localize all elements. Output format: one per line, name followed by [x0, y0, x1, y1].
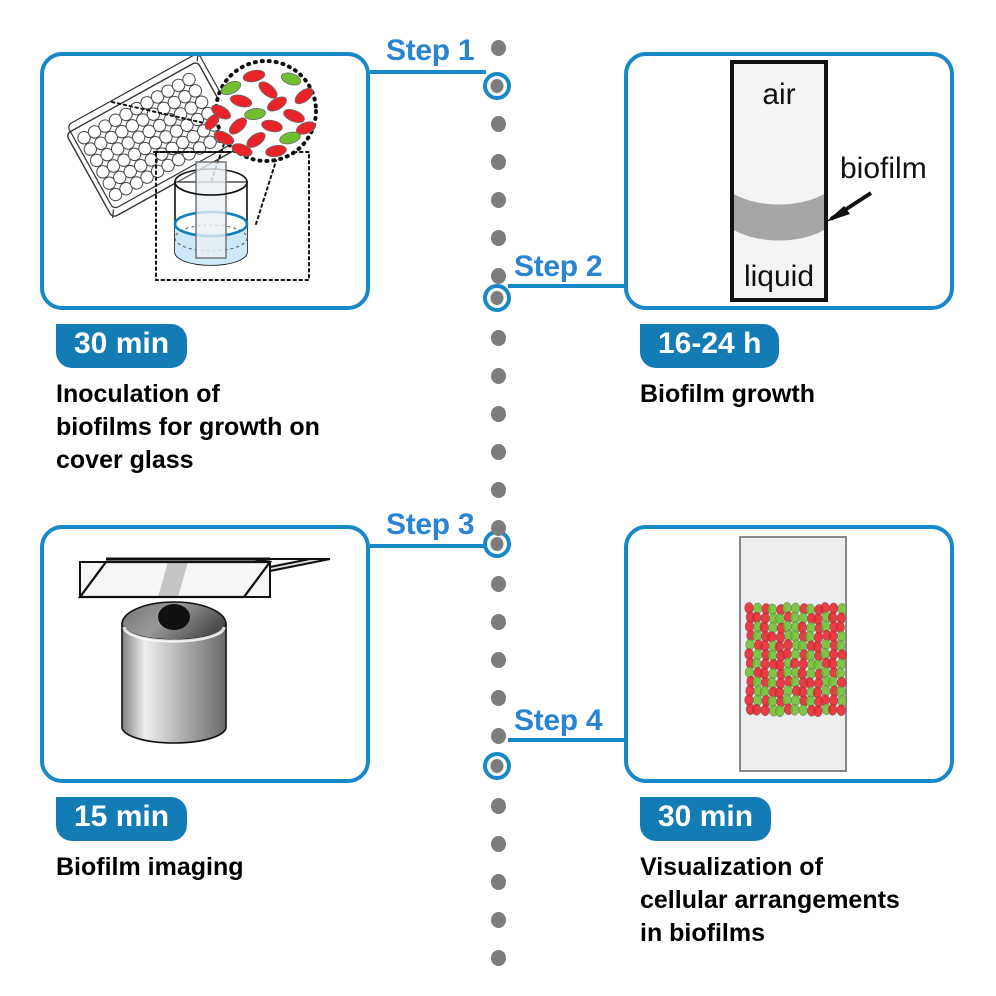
- connector-step-2: [508, 284, 628, 288]
- timeline-dot: [491, 154, 506, 170]
- biofilm-band: [734, 194, 824, 241]
- biofilm-cell-render: [744, 602, 847, 717]
- panel-step-1[interactable]: [40, 52, 370, 310]
- well-with-cover-glass-icon: [173, 161, 249, 266]
- timeline-dot: [491, 368, 506, 384]
- timeline-dot: [491, 268, 506, 284]
- objective-lens-icon: [121, 601, 227, 744]
- connector-step-1: [370, 70, 486, 74]
- caption-step-2: Biofilm growth: [640, 380, 815, 408]
- illustration-visualization: [739, 536, 847, 772]
- microplate-icon: [67, 56, 246, 219]
- timeline-node-core: [490, 79, 504, 93]
- timeline-dot: [491, 116, 506, 132]
- timeline-dot: [491, 192, 506, 208]
- timeline-dot: [491, 728, 506, 744]
- timeline-dot: [491, 614, 506, 630]
- biofilm-label: biofilm: [840, 152, 927, 185]
- timeline-node-step-4[interactable]: [483, 752, 511, 780]
- magnified-cells-icon: [204, 59, 318, 163]
- timeline-dot: [491, 330, 506, 346]
- timeline-dot: [491, 874, 506, 890]
- zoom-box: [155, 151, 310, 281]
- caption-step-4: Visualization of cellular arrangements i…: [640, 853, 900, 947]
- time-badge-1: 30 min: [56, 324, 188, 368]
- timeline-dot: [491, 690, 506, 706]
- step-label-4: Step 4: [514, 704, 603, 737]
- timeline-dot: [491, 520, 506, 536]
- timeline-node-core: [490, 537, 504, 551]
- time-badge-3: 15 min: [56, 797, 188, 841]
- panel-step-4[interactable]: [624, 525, 954, 783]
- timeline-node-core: [490, 759, 504, 773]
- time-badge-4: 30 min: [640, 797, 772, 841]
- caption-step-1: Inoculation of biofilms for growth on co…: [56, 380, 320, 474]
- connector-step-4: [508, 738, 628, 742]
- timeline-node-step-1[interactable]: [483, 72, 511, 100]
- cover-glass-icon: [77, 557, 331, 599]
- panel-step-2[interactable]: air liquid biofilm: [624, 52, 954, 310]
- timeline-dot: [491, 798, 506, 814]
- timeline-dot: [491, 836, 506, 852]
- air-label: air: [762, 78, 795, 111]
- connector-step-3: [370, 544, 486, 548]
- timeline-dot: [491, 576, 506, 592]
- time-badge-2: 16-24 h: [640, 324, 780, 368]
- timeline-dot: [491, 652, 506, 668]
- caption-step-3: Biofilm imaging: [56, 853, 244, 881]
- timeline-node-step-2[interactable]: [483, 284, 511, 312]
- timeline-dot: [491, 950, 506, 966]
- timeline-dot: [491, 482, 506, 498]
- lens-aperture: [158, 604, 190, 630]
- step-label-2: Step 2: [514, 250, 603, 283]
- illustration-biofilm-imaging: [77, 557, 331, 744]
- biofilm-band-on-glass: [158, 562, 188, 597]
- step-label-1: Step 1: [386, 34, 475, 67]
- illustration-inoculation: [67, 56, 318, 281]
- timeline-node-core: [490, 291, 504, 305]
- step-label-3: Step 3: [386, 508, 475, 541]
- tube-icon: [730, 60, 828, 302]
- timeline: [483, 40, 512, 970]
- timeline-dot: [491, 444, 506, 460]
- timeline-dot: [491, 40, 506, 56]
- arrow-icon: [826, 191, 873, 222]
- timeline-dot: [491, 406, 506, 422]
- illustration-biofilm-growth: air liquid biofilm: [730, 60, 927, 302]
- timeline-dot: [491, 230, 506, 246]
- timeline-dot: [491, 912, 506, 928]
- liquid-label: liquid: [744, 260, 814, 293]
- panel-step-3[interactable]: [40, 525, 370, 783]
